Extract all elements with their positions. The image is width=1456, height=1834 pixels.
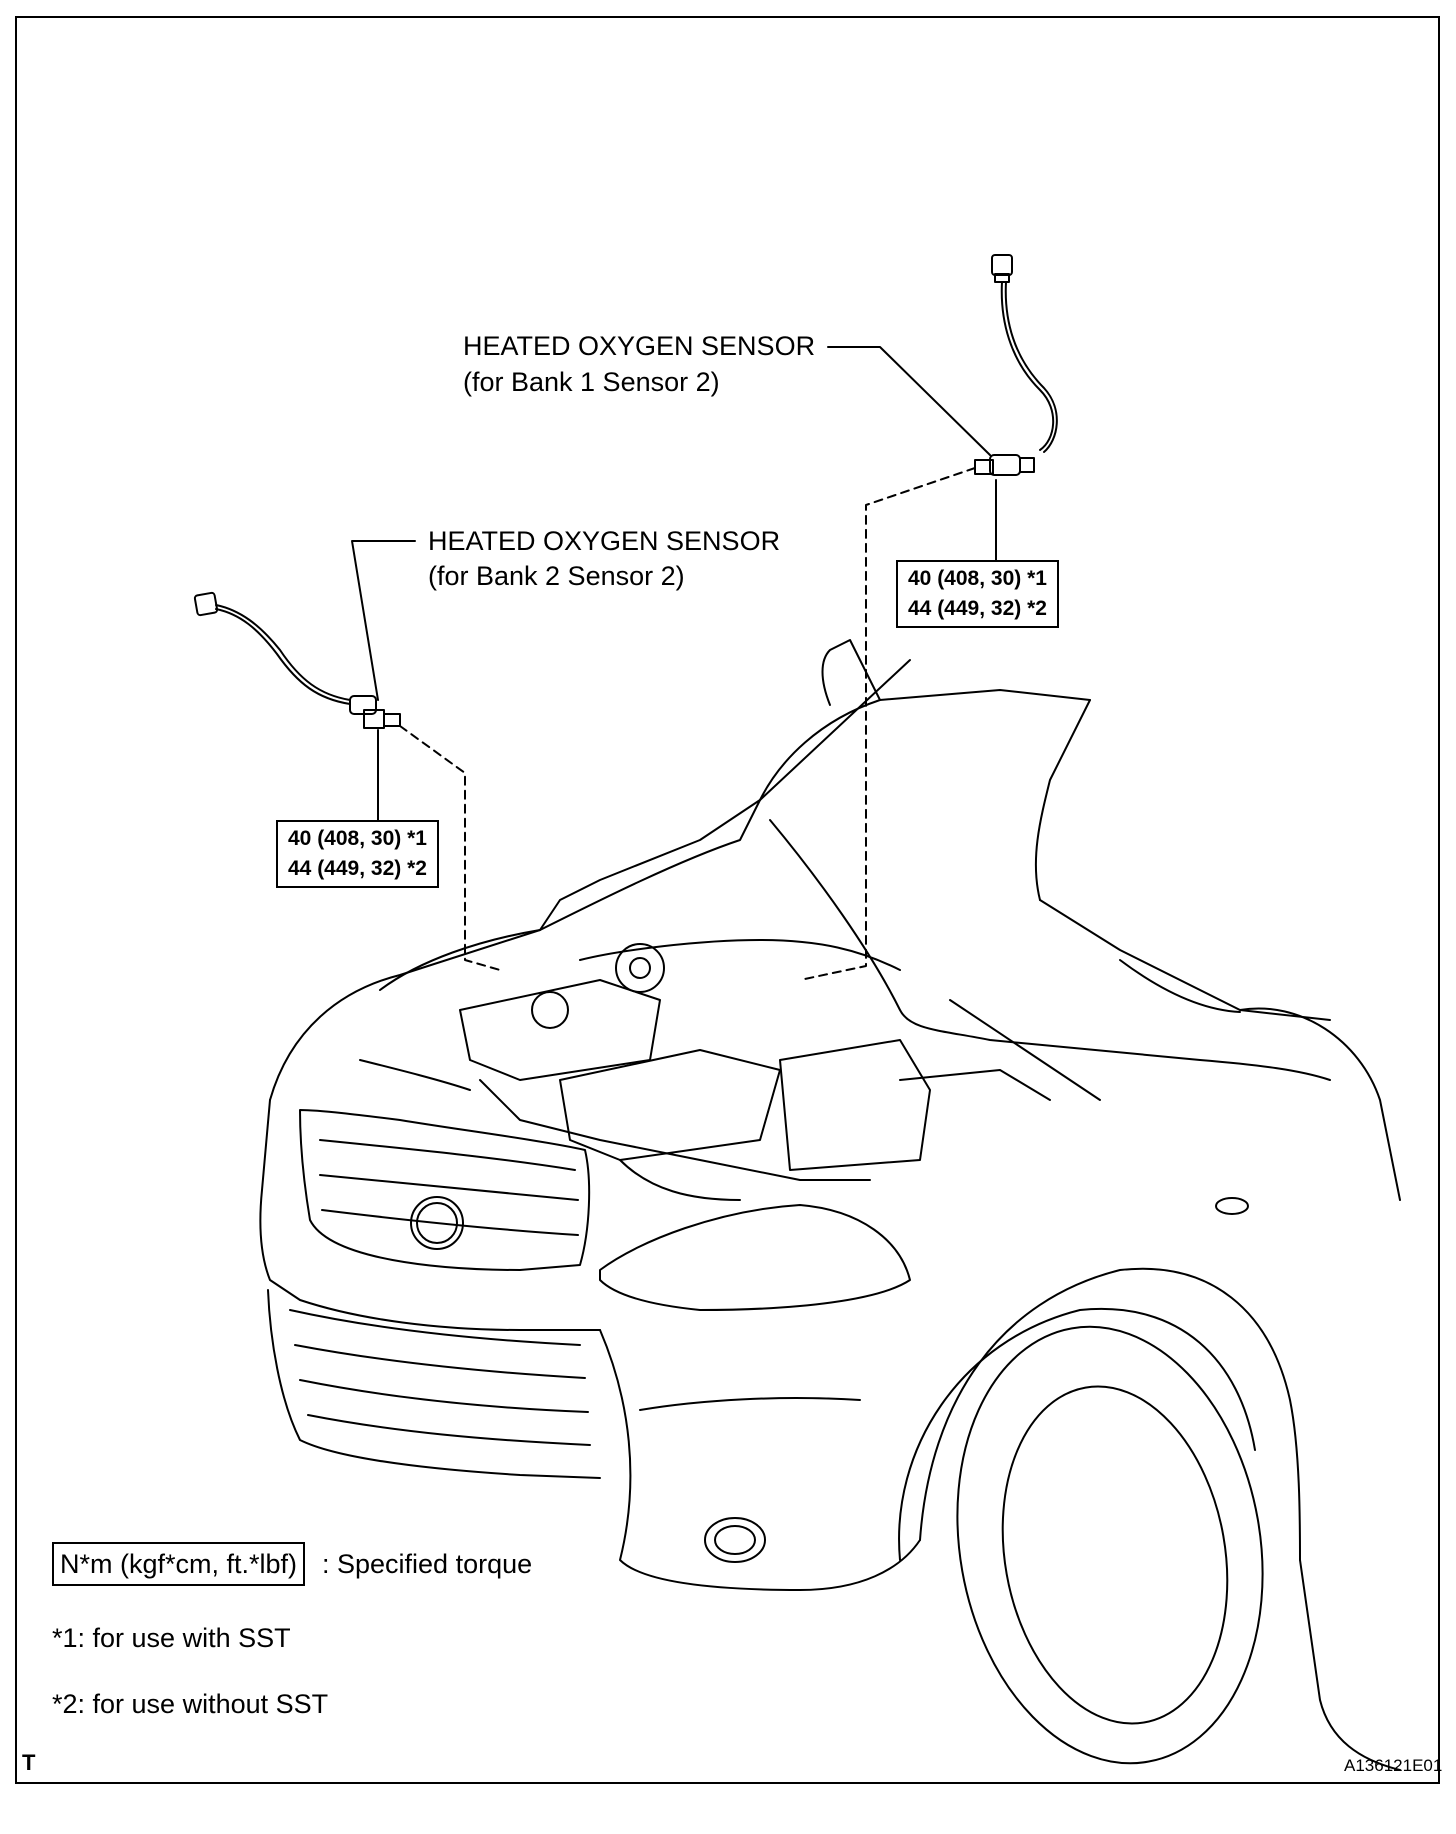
legend-note-2: *2: for use without SST: [52, 1689, 329, 1719]
legend-unit-box: N*m (kgf*cm, ft.*lbf): [52, 1542, 306, 1586]
legend-note-1: *1: for use with SST: [52, 1623, 291, 1653]
legend-unit-description: : Specified torque: [322, 1549, 533, 1579]
leader-lines: [351, 346, 997, 823]
sensor-bank2-subtitle: (for Bank 2 Sensor 2): [428, 561, 685, 591]
torque-with-sst: 40 (408, 30) *1: [288, 827, 427, 850]
torque-box-bank2: 40 (408, 30) *1 44 (449, 32) *2: [276, 820, 439, 888]
sensor-bank2-sensor2-drawing: [193, 591, 401, 729]
torque-box-bank1: 40 (408, 30) *1 44 (449, 32) *2: [896, 560, 1059, 628]
torque-without-sst: 44 (449, 32) *2: [908, 597, 1047, 620]
torque-with-sst: 40 (408, 30) *1: [908, 567, 1047, 590]
sensor-bank1-title: HEATED OXYGEN SENSOR: [463, 331, 816, 361]
figure-code: A136121E01: [1344, 1756, 1443, 1775]
sensor-bank1-subtitle: (for Bank 1 Sensor 2): [463, 367, 720, 397]
diagram-frame: [15, 16, 1440, 1784]
corner-mark-left: T: [22, 1750, 36, 1775]
torque-without-sst: 44 (449, 32) *2: [288, 857, 427, 880]
sensor-bank1-sensor2-drawing: [974, 254, 1058, 476]
sensor-bank2-title: HEATED OXYGEN SENSOR: [428, 526, 781, 556]
car-body-outline: [259, 639, 1401, 1771]
locator-dashed-lines: [399, 467, 976, 981]
